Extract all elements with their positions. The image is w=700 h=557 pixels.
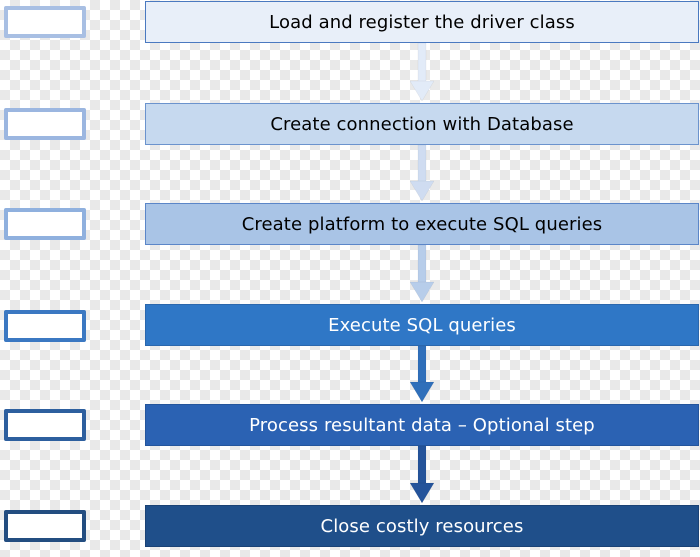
step-marker-6 [4,510,86,542]
arrow-2-to-3 [410,145,434,203]
arrow-5-to-6 [410,446,434,505]
arrow-3-to-4 [410,245,434,304]
step-marker-3 [4,208,86,240]
step-label-6: Close costly resources [320,515,524,537]
step-marker-5 [4,409,86,441]
step-label-5: Process resultant data – Optional step [249,414,595,436]
step-label-2: Create connection with Database [270,113,574,135]
step-marker-1 [4,6,86,38]
step-box-4: Execute SQL queries [145,304,699,346]
step-box-3: Create platform to execute SQL queries [145,203,699,245]
arrow-1-to-2 [410,43,434,103]
arrow-4-to-5 [410,346,434,404]
step-marker-4 [4,310,86,342]
step-box-6: Close costly resources [145,505,699,547]
step-label-3: Create platform to execute SQL queries [241,213,603,235]
step-box-5: Process resultant data – Optional step [145,404,699,446]
step-box-2: Create connection with Database [145,103,699,145]
step-marker-2 [4,108,86,140]
step-box-1: Load and register the driver class [145,1,699,43]
step-label-4: Execute SQL queries [328,314,516,336]
step-label-1: Load and register the driver class [269,11,575,33]
